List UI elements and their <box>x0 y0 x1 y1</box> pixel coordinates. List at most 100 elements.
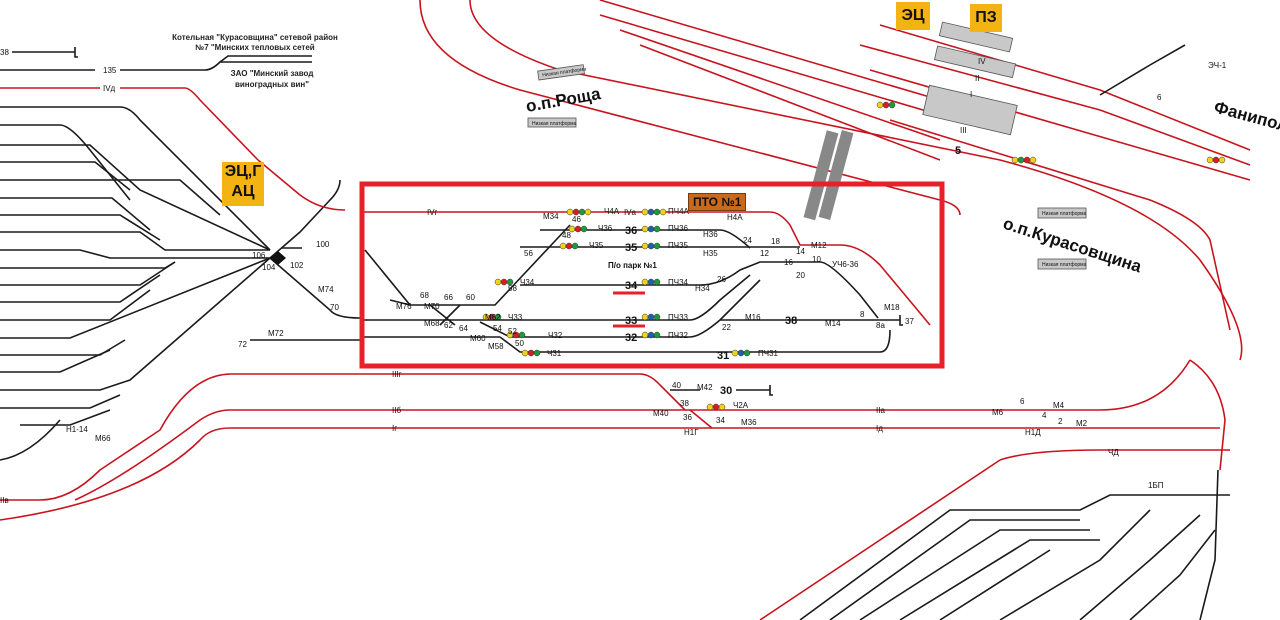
svg-text:Iг: Iг <box>392 424 397 433</box>
svg-text:Н1Г: Н1Г <box>684 428 699 437</box>
svg-text:Н34: Н34 <box>695 284 710 293</box>
svg-text:34: 34 <box>625 280 638 292</box>
left-yard-tracks <box>0 106 361 461</box>
svg-text:46: 46 <box>572 215 581 224</box>
badge-line: АЦ <box>231 183 255 200</box>
badge-line: ЭЦ,Г <box>224 163 262 180</box>
svg-text:М40: М40 <box>653 409 669 418</box>
svg-text:22: 22 <box>722 323 731 332</box>
track-135 <box>0 55 312 71</box>
svg-text:IIб: IIб <box>392 406 401 415</box>
svg-text:6: 6 <box>1157 93 1162 102</box>
svg-text:М58: М58 <box>488 342 504 351</box>
svg-text:36: 36 <box>625 225 637 237</box>
svg-text:ПЧ34: ПЧ34 <box>668 278 689 287</box>
svg-text:Ч36: Ч36 <box>598 224 613 233</box>
svg-text:34: 34 <box>716 416 725 425</box>
switch-crossing-marker <box>270 251 286 265</box>
platform-label: Низкая платформа <box>1042 211 1087 217</box>
svg-text:37: 37 <box>905 317 914 326</box>
svg-text:IVд: IVд <box>103 84 116 93</box>
svg-text:135: 135 <box>103 66 117 75</box>
track-labels: 38 135 IVд IVг IVа 36 35 34 33 32 31 38 … <box>0 48 1227 505</box>
main-line-tracks <box>419 0 1251 620</box>
svg-text:I: I <box>970 90 972 99</box>
platform-label: Низкая платформа <box>532 121 577 127</box>
svg-text:Ч31: Ч31 <box>547 349 562 358</box>
svg-text:8: 8 <box>860 310 865 319</box>
svg-text:32: 32 <box>625 332 637 344</box>
svg-text:56: 56 <box>524 249 533 258</box>
svg-text:35: 35 <box>625 242 637 254</box>
signal-labels: Ч4А ПЧ4А Ч36 ПЧ36 Ч35 ПЧ35 Ч34 ПЧ34 Ч33 … <box>66 207 1119 457</box>
svg-text:М62: М62 <box>485 313 501 322</box>
svg-text:IVа: IVа <box>624 208 637 217</box>
svg-text:М68: М68 <box>424 319 440 328</box>
svg-text:Н35: Н35 <box>703 249 718 258</box>
track-Ig-curve <box>0 427 231 521</box>
svg-text:24: 24 <box>743 236 752 245</box>
svg-text:38: 38 <box>785 315 797 327</box>
track-IVd-link <box>257 159 346 211</box>
svg-text:М60: М60 <box>470 334 486 343</box>
winery-label-2: виноградных вин" <box>235 80 309 89</box>
winery-label: ЗАО "Минский завод <box>231 69 314 78</box>
boiler-label: Котельная "Курасовщина" сетевой район <box>172 33 338 42</box>
svg-text:ЭЧ-1: ЭЧ-1 <box>1208 61 1227 70</box>
svg-text:10: 10 <box>812 255 821 264</box>
svg-text:33: 33 <box>625 315 637 327</box>
bottom-yard-tracks <box>799 469 1230 620</box>
svg-text:ПЧ36: ПЧ36 <box>668 224 689 233</box>
svg-text:IV: IV <box>978 57 986 66</box>
svg-text:5: 5 <box>955 145 961 157</box>
svg-text:М12: М12 <box>811 241 827 250</box>
svg-text:М4: М4 <box>1053 401 1065 410</box>
svg-text:III: III <box>960 126 967 135</box>
signal-icons <box>482 101 1226 411</box>
svg-text:70: 70 <box>330 303 339 312</box>
svg-text:ПЧ4А: ПЧ4А <box>668 207 690 216</box>
track-38-spur <box>12 47 78 58</box>
track-IIv <box>0 373 231 501</box>
svg-text:48: 48 <box>562 231 571 240</box>
station-roshcha: о.п.Роща <box>524 84 602 116</box>
svg-text:12: 12 <box>760 249 769 258</box>
svg-text:М2: М2 <box>1076 419 1088 428</box>
ec-g-ac-badge: ЭЦ,Г АЦ <box>222 162 264 206</box>
svg-text:М16: М16 <box>745 313 761 322</box>
ec-badge: ЭЦ <box>896 2 930 30</box>
svg-text:18: 18 <box>771 237 780 246</box>
pto-badge: ПТО №1 <box>688 193 747 211</box>
svg-text:66: 66 <box>444 293 453 302</box>
svg-text:М14: М14 <box>825 319 841 328</box>
svg-text:20: 20 <box>796 271 805 280</box>
track-30 <box>670 385 773 396</box>
svg-text:IIIг: IIIг <box>392 370 402 379</box>
svg-text:64: 64 <box>459 324 468 333</box>
svg-text:38: 38 <box>0 48 9 57</box>
platform-label: Низкая платформа <box>1042 262 1087 268</box>
svg-text:4: 4 <box>1042 411 1047 420</box>
svg-text:102: 102 <box>290 261 304 270</box>
park-label: П/о парк №1 <box>608 261 657 270</box>
svg-text:31: 31 <box>717 350 729 362</box>
station-fanipol: Фаниполь <box>1212 98 1280 139</box>
track-IIb-curve <box>74 409 231 501</box>
svg-text:М18: М18 <box>884 303 900 312</box>
svg-text:М76: М76 <box>396 302 412 311</box>
boiler-label-2: №7 "Минских тепловых сетей <box>195 43 314 52</box>
svg-text:IVг: IVг <box>427 208 438 217</box>
svg-text:Ч2А: Ч2А <box>733 401 749 410</box>
svg-text:М72: М72 <box>268 329 284 338</box>
svg-text:М34: М34 <box>543 212 559 221</box>
svg-text:М36: М36 <box>741 418 757 427</box>
svg-text:26: 26 <box>717 275 726 284</box>
svg-text:Н36: Н36 <box>703 230 718 239</box>
svg-text:68: 68 <box>420 291 429 300</box>
svg-text:Ч33: Ч33 <box>508 313 523 322</box>
svg-text:40: 40 <box>672 381 681 390</box>
signal-m74: М74 <box>318 285 334 294</box>
svg-text:ЧД: ЧД <box>1108 448 1119 457</box>
svg-text:58: 58 <box>508 284 517 293</box>
